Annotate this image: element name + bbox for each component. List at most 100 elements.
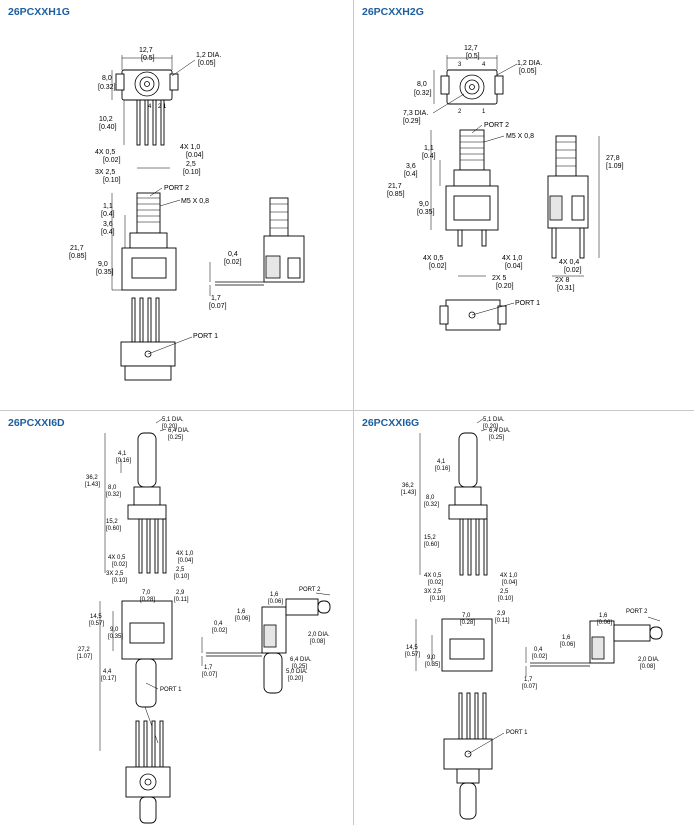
h2-dim-b-in: [0.4] <box>404 171 418 178</box>
h2-side-view <box>547 135 600 277</box>
i6d-q: 6,4 DIA. <box>290 657 312 663</box>
i6d-a: 4,1 <box>118 451 127 457</box>
i6d-port1: PORT 1 <box>160 687 182 693</box>
i6g-front-view <box>419 418 488 576</box>
h1-dim-b: 3,6 <box>103 221 113 228</box>
h2-width: 12,7 <box>464 45 478 52</box>
i6g-a: 4,1 <box>437 459 446 465</box>
i6d-pitch2-in: [0.10] <box>174 574 189 580</box>
i6g-b-in: [0.32] <box>424 502 439 508</box>
h2-hole-dia-in: [0.05] <box>519 68 537 75</box>
i6d-d2: 6,4 DIA. <box>168 428 190 434</box>
h2-dia2: 7,3 DIA. <box>403 110 428 117</box>
h2-side-offset: 4X 0,4 <box>559 259 579 266</box>
drawing-title: 26PCXXI6D <box>8 417 65 429</box>
h2-side-height: 27,8 <box>606 155 620 162</box>
h2-port1: PORT 1 <box>515 300 540 307</box>
i6g-f-in: [0.11] <box>495 618 510 624</box>
i6d-c: 15,2 <box>106 519 118 525</box>
h2-drawing: 12,7 [0.5] 1,2 DIA. [0.05] 3 4 2 1 8,0 [… <box>387 45 624 331</box>
h1-lead-length: 10,2 <box>99 116 113 123</box>
drawing-26pcxxi6d: 26PCXXI6D 5,1 DIA. [0.20] 6,4 DIA. [0.25… <box>0 410 353 825</box>
h1-width: 12,7 <box>139 47 153 54</box>
h1-side-a-in: [0.02] <box>224 259 242 266</box>
h1-side-view <box>209 197 305 296</box>
i6d-pitch: 3X 2,5 <box>106 571 124 577</box>
h1-lead-length-in: [0.40] <box>99 124 117 131</box>
drawing-26pcxxi6g: 26PCXXI6G 5,1 DIA. [0.20] 6,4 DIA. [0.25… <box>353 410 694 825</box>
h2-pitch5-in: [0.20] <box>496 283 514 290</box>
i6d-g: 14,5 <box>90 614 102 620</box>
i6g-d1: 5,1 DIA. <box>483 417 505 423</box>
h2-pin-width-in: [0.02] <box>429 263 447 270</box>
i6g-total-in: [1.43] <box>401 490 416 496</box>
h1-hole-dia-in: [0.05] <box>198 60 216 67</box>
i6d-i-in: [1.07] <box>77 654 92 660</box>
drawing-title: 26PCXXH2G <box>362 6 424 18</box>
drawing-26pcxxh1g: 26PCXXH1G 12,7 [0.5] 1,2 DIA. [0.05] 8,0… <box>0 0 353 410</box>
h2-dim-c: 9,0 <box>419 201 429 208</box>
i6d-d1: 5,1 DIA. <box>162 417 184 423</box>
i6g-h-in: [0.35] <box>425 662 440 668</box>
drawing-title: 26PCXXH1G <box>8 6 70 18</box>
drawing-26pcxxh2g: 26PCXXH2G 12,7 [0.5] 1,2 DIA. [0.05] 3 4… <box>353 0 694 410</box>
h1-port1: PORT 1 <box>193 333 218 340</box>
h1-pins <box>123 99 165 146</box>
i6d-q-in: [0.25] <box>292 664 307 670</box>
i6d-n: 2,0 DIA. <box>308 632 330 638</box>
i6d-f: 2,9 <box>176 590 185 596</box>
i6d-j: 4,4 <box>103 669 112 675</box>
h2-pin-thick-in: [0.04] <box>505 263 523 270</box>
i6d-total: 36,2 <box>86 475 98 481</box>
h2-port2: PORT 2 <box>484 122 509 129</box>
h2-height-in: [0.32] <box>414 90 432 97</box>
i6d-f-in: [0.11] <box>174 597 189 603</box>
h1-pin-thick: 4X 1,0 <box>180 144 200 151</box>
h1-dim-c: 9,0 <box>98 261 108 268</box>
h1-dim-a: 1,1 <box>103 203 113 210</box>
i6d-l: 1,6 <box>237 609 246 615</box>
i6d-l-in: [0.06] <box>235 616 250 622</box>
h2-hole-dia: 1,2 DIA. <box>517 60 542 67</box>
h1-dim-b-in: [0.4] <box>101 229 115 236</box>
i6d-m-in: [0.02] <box>212 628 227 634</box>
h1-thread: M5 X 0,8 <box>181 198 209 205</box>
h1-side-a: 0,4 <box>228 251 238 258</box>
h1-front-view <box>111 192 177 291</box>
i6d-r: 5,0 DIA. <box>286 669 308 675</box>
h1-side-b-in: [0.07] <box>209 303 227 310</box>
i6d-pitch-in: [0.10] <box>112 578 127 584</box>
i6g-n-in: [0.08] <box>640 664 655 670</box>
i6g-bottom-view <box>443 692 505 820</box>
i6g-o-in: [0.07] <box>522 684 537 690</box>
i6g-k: 1,6 <box>599 613 608 619</box>
i6g-port2: PORT 2 <box>626 609 648 615</box>
i6d-pin-width: 4X 0,5 <box>108 555 126 561</box>
i6g-f: 2,9 <box>497 611 506 617</box>
h2-pin1: 1 <box>482 109 486 115</box>
i6d-b: 8,0 <box>108 485 117 491</box>
i6g-pitch2-in: [0.10] <box>498 596 513 602</box>
h1-total-in: [0.85] <box>69 253 87 260</box>
h1-pin-thick-in: [0.04] <box>186 152 204 159</box>
i6d-drawing: 5,1 DIA. [0.20] 6,4 DIA. [0.25] 4,1 [0.1… <box>77 417 331 824</box>
i6g-b: 8,0 <box>426 495 435 501</box>
i6d-front-view <box>104 418 167 574</box>
h1-drawing: 12,7 [0.5] 1,2 DIA. [0.05] 8,0 [0.32] 4 … <box>69 47 305 381</box>
h2-pin4: 4 <box>482 62 486 68</box>
h1-pin-numbers: 4 3 2 1 <box>148 104 167 110</box>
h1-pitch2: 2,5 <box>186 161 196 168</box>
h2-total: 21,7 <box>388 183 402 190</box>
h2-height: 8,0 <box>417 81 427 88</box>
h2-dia2-in: [0.29] <box>403 118 421 125</box>
h2-front-view <box>430 129 499 247</box>
i6d-k: 1,6 <box>270 592 279 598</box>
i6d-b-in: [0.32] <box>106 492 121 498</box>
h2-dim-c-in: [0.35] <box>417 209 435 216</box>
i6g-total: 36,2 <box>402 483 414 489</box>
i6g-pin-width-in: [0.02] <box>428 580 443 586</box>
i6d-pin-thick-in: [0.04] <box>178 558 193 564</box>
i6d-j-in: [0.17] <box>101 676 116 682</box>
h1-pitch-in: [0.10] <box>103 177 121 184</box>
i6d-h: 9,0 <box>110 627 119 633</box>
